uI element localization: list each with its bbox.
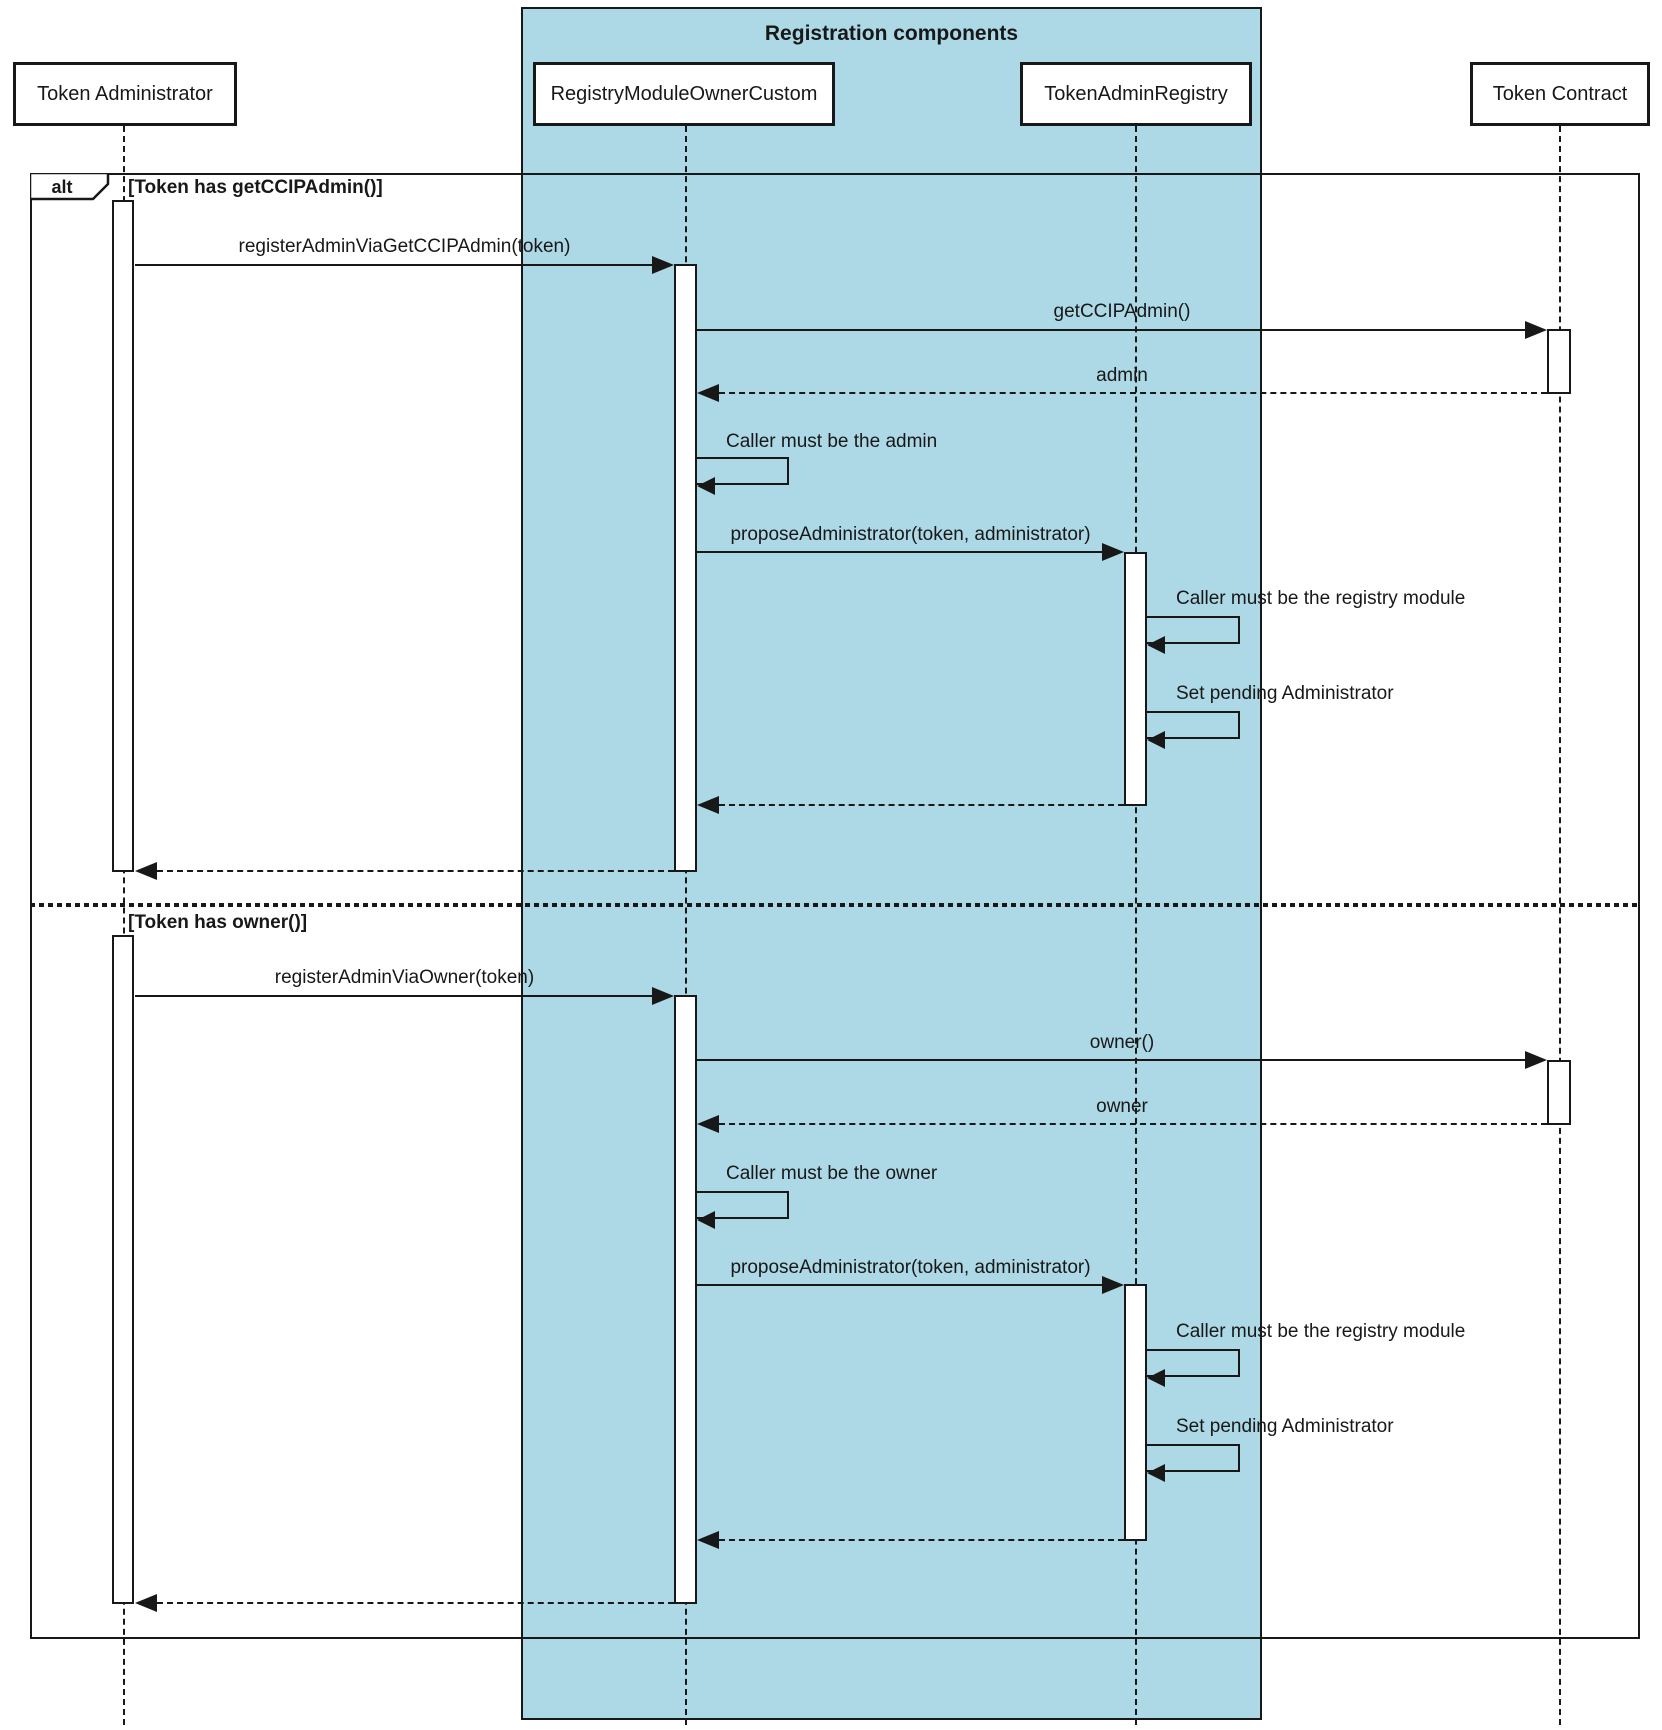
self-message-loop	[1147, 1444, 1240, 1472]
arrowhead-left-icon	[135, 1594, 157, 1612]
return-line-module-to-administrator-2	[157, 1602, 674, 1604]
message-label-register-via-getccipadmin: registerAdminViaGetCCIPAdmin(token)	[238, 236, 571, 257]
message-label-register-via-owner: registerAdminViaOwner(token)	[274, 967, 535, 988]
participant-registry-module-owner-custom: RegistryModuleOwnerCustom	[533, 62, 835, 126]
return-line-registry-to-module	[719, 804, 1124, 806]
self-message-loop	[1147, 616, 1240, 644]
activation-token-contract-2	[1547, 1060, 1571, 1125]
arrowhead-right-icon	[1525, 321, 1547, 339]
participant-label: Token Administrator	[37, 82, 213, 105]
lifeline-token-contract	[1559, 126, 1561, 1725]
arrowhead-right-icon	[652, 256, 674, 274]
arrowhead-left-icon	[697, 384, 719, 402]
arrowhead-right-icon	[652, 987, 674, 1005]
message-label-admin-return: admin	[1096, 365, 1148, 386]
message-label-set-pending-administrator-2: Set pending Administrator	[1176, 1416, 1394, 1437]
activation-token-admin-registry-2	[1124, 1284, 1147, 1541]
arrowhead-right-icon	[1102, 543, 1124, 561]
self-message-loop	[1147, 711, 1240, 739]
message-label-set-pending-administrator: Set pending Administrator	[1176, 683, 1394, 704]
message-label-caller-must-be-registry: Caller must be the registry module	[1176, 588, 1466, 609]
participant-label: RegistryModuleOwnerCustom	[550, 82, 818, 105]
self-message-loop	[697, 1191, 789, 1219]
alt-operator-label: alt	[51, 177, 73, 197]
arrowhead-right-icon	[1525, 1051, 1547, 1069]
message-line-owner-call	[697, 1059, 1525, 1061]
message-label-getccipadmin: getCCIPAdmin()	[1053, 301, 1191, 322]
guard-token-has-getccipadmin: [Token has getCCIPAdmin()]	[128, 177, 383, 198]
self-message-loop	[1147, 1349, 1240, 1377]
arrowhead-left-icon	[697, 477, 715, 495]
return-line-module-to-administrator	[157, 870, 674, 872]
arrowhead-left-icon	[135, 862, 157, 880]
arrowhead-right-icon	[1102, 1276, 1124, 1294]
lifeline-token-admin-registry	[1135, 126, 1137, 1725]
participant-token-admin-registry: TokenAdminRegistry	[1020, 62, 1252, 126]
participant-token-administrator: Token Administrator	[13, 62, 237, 126]
lifeline-token-administrator	[123, 126, 125, 1725]
arrowhead-left-icon	[697, 1115, 719, 1133]
self-message-loop	[697, 457, 789, 485]
arrowhead-left-icon	[1147, 636, 1165, 654]
message-line-register-via-getccipadmin	[135, 264, 656, 266]
arrowhead-left-icon	[697, 796, 719, 814]
band-title: Registration components	[764, 22, 1019, 45]
arrowhead-left-icon	[697, 1211, 715, 1229]
message-label-owner-call: owner()	[1089, 1032, 1155, 1053]
guard-token-has-owner: [Token has owner()]	[128, 912, 308, 933]
activation-token-admin-registry-1	[1124, 552, 1147, 806]
alt-section-divider	[30, 903, 1640, 907]
message-line-propose-administrator-2	[697, 1284, 1104, 1286]
message-label-propose-administrator-2: proposeAdministrator(token, administrato…	[730, 1257, 1091, 1278]
activation-token-administrator-2	[112, 935, 134, 1604]
return-line-admin	[719, 392, 1547, 394]
message-label-caller-must-be-registry-2: Caller must be the registry module	[1176, 1321, 1466, 1342]
participant-label: Token Contract	[1492, 82, 1628, 105]
message-label-propose-administrator: proposeAdministrator(token, administrato…	[730, 524, 1091, 545]
arrowhead-left-icon	[697, 1531, 719, 1549]
return-line-owner	[719, 1123, 1547, 1125]
return-line-registry-to-module-2	[719, 1539, 1124, 1541]
arrowhead-left-icon	[1147, 1464, 1165, 1482]
message-label-caller-must-be-admin: Caller must be the admin	[726, 431, 938, 452]
participant-token-contract: Token Contract	[1470, 62, 1650, 126]
activation-registry-module-1	[674, 264, 697, 872]
participant-label: TokenAdminRegistry	[1044, 82, 1228, 105]
arrowhead-left-icon	[1147, 1369, 1165, 1387]
alt-frame-tab	[30, 173, 110, 201]
activation-token-contract-1	[1547, 329, 1571, 394]
message-line-getccipadmin	[697, 329, 1525, 331]
lifeline-registry-module-owner-custom	[685, 126, 687, 1725]
message-label-owner-return: owner	[1096, 1096, 1148, 1117]
message-label-caller-must-be-owner: Caller must be the owner	[726, 1163, 938, 1184]
message-line-propose-administrator	[697, 551, 1104, 553]
activation-token-administrator-1	[112, 200, 134, 872]
activation-registry-module-2	[674, 995, 697, 1604]
arrowhead-left-icon	[1147, 731, 1165, 749]
message-line-register-via-owner	[135, 995, 656, 997]
